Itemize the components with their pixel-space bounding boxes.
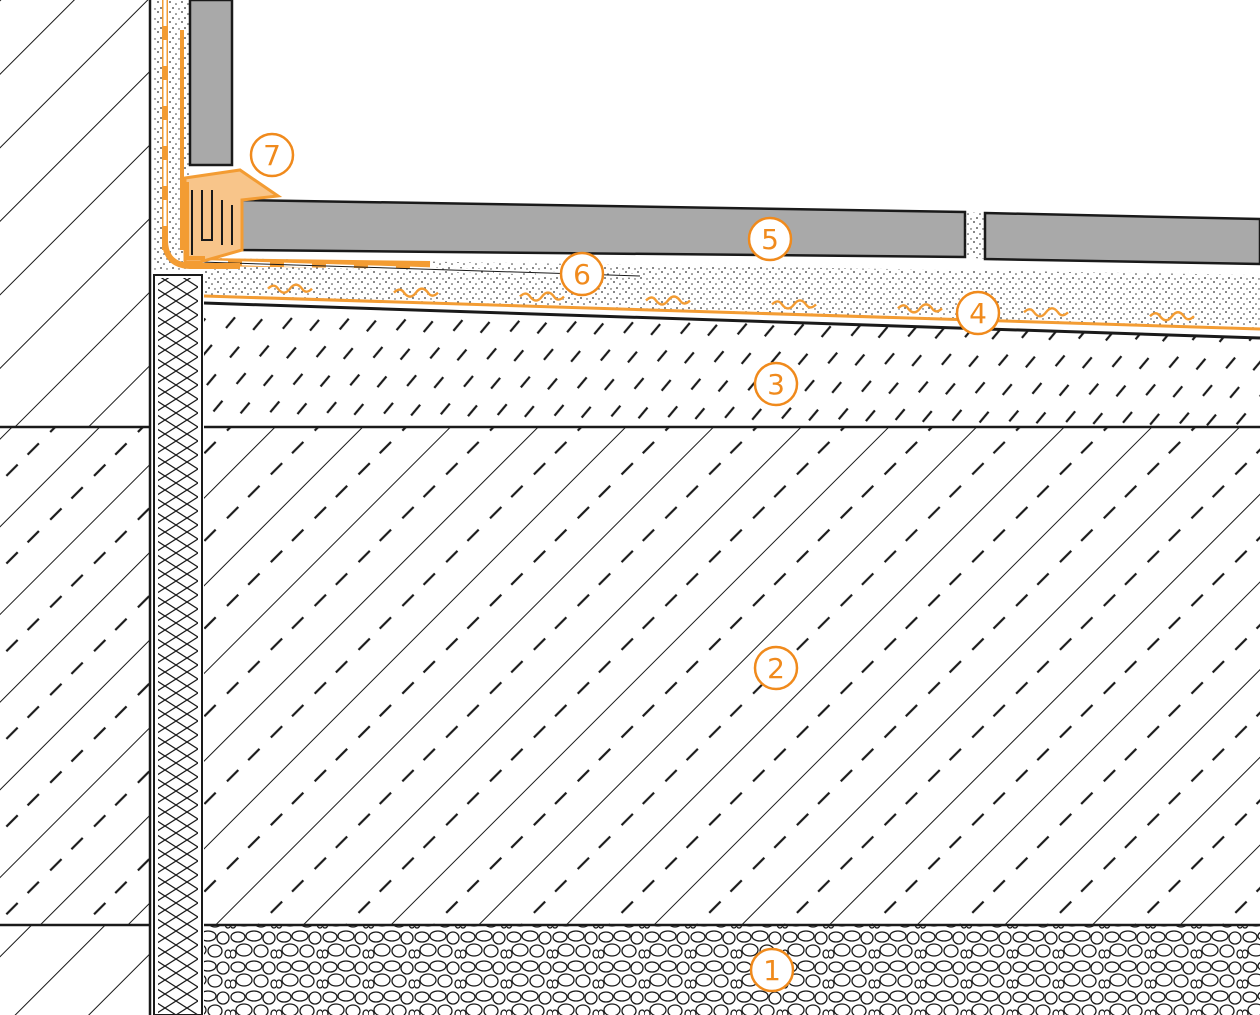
callout-circle bbox=[753, 645, 799, 691]
wall bbox=[0, 0, 152, 1015]
callout-label: 4 bbox=[969, 297, 987, 330]
wall-middle-block bbox=[0, 427, 150, 925]
callout-circle bbox=[749, 947, 795, 993]
callout-label: 6 bbox=[573, 258, 591, 291]
floor-tile-2 bbox=[983, 211, 1260, 266]
callout-circle bbox=[747, 216, 793, 262]
callout-5: 5 bbox=[747, 216, 793, 262]
concrete-slab-layer bbox=[204, 425, 1260, 925]
callout-label: 5 bbox=[761, 223, 779, 256]
wall-upper-block bbox=[0, 0, 150, 427]
callout-label: 1 bbox=[763, 954, 781, 987]
wall-lower-block bbox=[0, 925, 150, 1015]
callout-3: 3 bbox=[753, 361, 799, 407]
wall-tile-panel bbox=[188, 0, 234, 167]
callout-6: 6 bbox=[559, 251, 605, 297]
callout-label: 7 bbox=[263, 139, 281, 172]
wall-tile bbox=[154, 0, 240, 270]
callout-circle bbox=[559, 251, 605, 297]
callout-circle bbox=[249, 132, 295, 178]
membrane-studs bbox=[267, 283, 1195, 322]
callout-markers: 1 2 3 4 5 6 7 bbox=[249, 132, 1001, 993]
callout-circle bbox=[955, 290, 1001, 336]
callout-1: 1 bbox=[749, 947, 795, 993]
callout-2: 2 bbox=[753, 645, 799, 691]
screed-layer bbox=[203, 301, 1260, 427]
callout-label: 3 bbox=[767, 368, 785, 401]
edge-insulation-strip bbox=[153, 274, 203, 1015]
tile-joint bbox=[965, 212, 985, 259]
callout-label: 2 bbox=[767, 652, 785, 685]
gravel-layer bbox=[204, 923, 1260, 1015]
callout-7: 7 bbox=[249, 132, 295, 178]
callout-4: 4 bbox=[955, 290, 1001, 336]
callout-circle bbox=[753, 361, 799, 407]
cove-profile bbox=[183, 168, 283, 264]
